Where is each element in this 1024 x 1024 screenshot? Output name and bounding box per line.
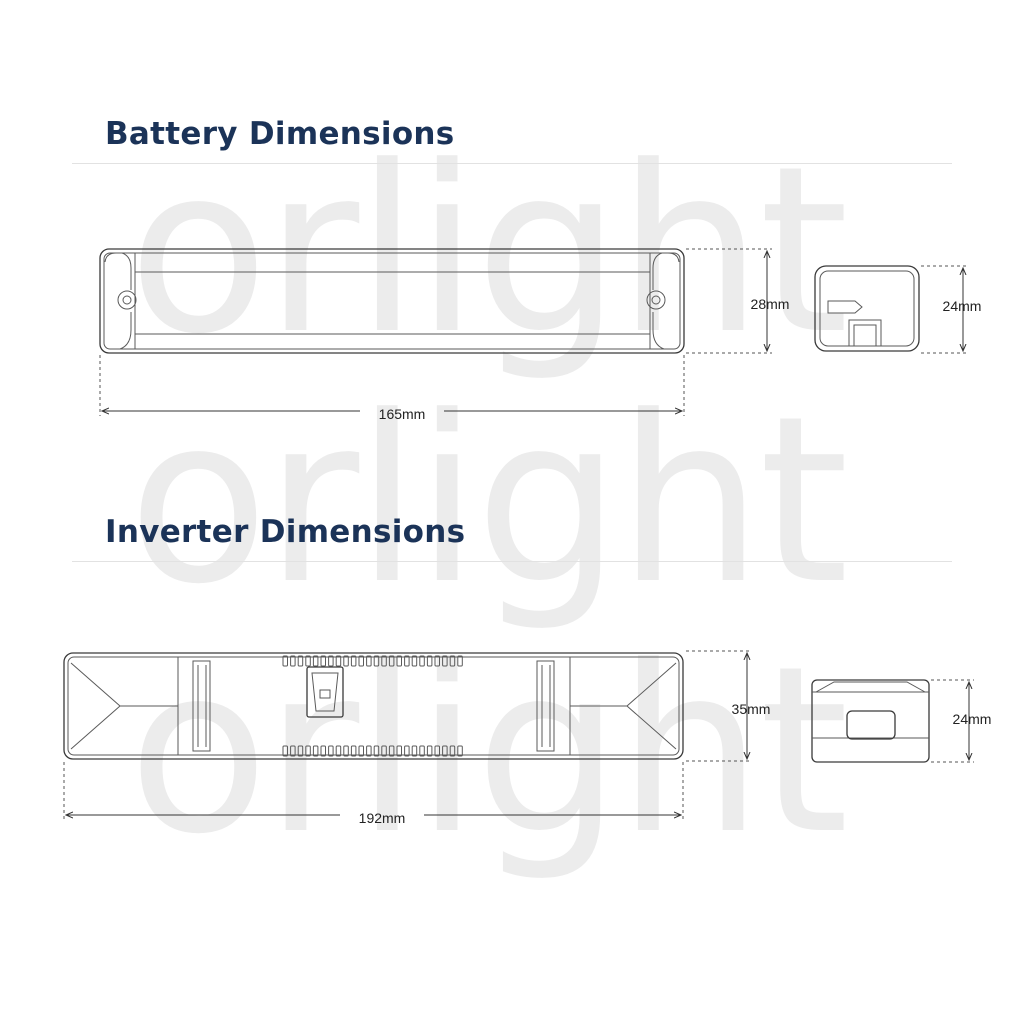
vent-slot bbox=[290, 655, 296, 667]
vent-slot bbox=[373, 655, 380, 667]
vent-slot bbox=[335, 655, 342, 667]
vent-slot bbox=[381, 745, 387, 757]
inverter-divider bbox=[72, 561, 952, 562]
watermark-text: orlight bbox=[128, 368, 845, 635]
battery-length-label: 165mm bbox=[379, 406, 426, 422]
inverter-height-dimension: 35mm bbox=[686, 650, 771, 762]
battery-divider bbox=[72, 163, 952, 164]
vent-slot bbox=[388, 655, 395, 667]
inverter-side-view bbox=[811, 679, 930, 763]
vent-slot bbox=[457, 655, 463, 667]
vent-slot bbox=[343, 655, 349, 667]
vent-slot bbox=[350, 745, 357, 757]
vent-slot bbox=[449, 745, 456, 757]
battery-side-height-dimension: 24mm bbox=[921, 265, 982, 354]
vent-slot bbox=[366, 655, 372, 667]
battery-height-dimension: 28mm bbox=[686, 248, 790, 354]
vent-slot bbox=[404, 655, 410, 667]
vent-slot bbox=[419, 745, 425, 757]
vent-slot bbox=[426, 745, 433, 757]
inverter-dimensions-heading: Inverter Dimensions bbox=[105, 514, 466, 550]
vent-slot bbox=[305, 745, 311, 757]
vent-slot bbox=[457, 745, 463, 757]
vent-slot bbox=[411, 655, 418, 667]
vent-slot bbox=[297, 745, 304, 757]
inverter-side-height-dimension: 24mm bbox=[931, 679, 992, 763]
vent-slot bbox=[366, 745, 372, 757]
inverter-front-view bbox=[63, 652, 684, 760]
vent-slot bbox=[442, 745, 448, 757]
vent-slot bbox=[434, 745, 440, 757]
vent-slot bbox=[426, 655, 433, 667]
battery-dimensions-heading: Battery Dimensions bbox=[105, 116, 455, 152]
watermark-text: orlight bbox=[128, 618, 845, 885]
vent-slot bbox=[335, 745, 342, 757]
vent-slot bbox=[343, 745, 349, 757]
battery-side-view bbox=[814, 265, 920, 352]
battery-front-view bbox=[99, 248, 685, 354]
inverter-side-height-label: 24mm bbox=[953, 711, 992, 727]
vent-slot bbox=[312, 655, 319, 667]
vent-slot bbox=[350, 655, 357, 667]
vent-slot bbox=[297, 655, 304, 667]
vent-slots-top bbox=[282, 655, 463, 667]
vent-slot bbox=[320, 655, 326, 667]
vent-slot bbox=[449, 655, 456, 667]
inverter-length-label: 192mm bbox=[359, 810, 406, 826]
vent-slot bbox=[442, 655, 448, 667]
vent-slot bbox=[358, 655, 364, 667]
vent-slot bbox=[388, 745, 395, 757]
battery-length-dimension: 165mm bbox=[99, 355, 685, 422]
vent-slot bbox=[404, 745, 410, 757]
vent-slot bbox=[358, 745, 364, 757]
vent-slot bbox=[381, 655, 387, 667]
vent-slot bbox=[305, 655, 311, 667]
vent-slot bbox=[312, 745, 319, 757]
battery-height-label: 28mm bbox=[751, 296, 790, 312]
watermark-text: orlight bbox=[128, 118, 845, 385]
vent-slot bbox=[373, 745, 380, 757]
inverter-length-dimension: 192mm bbox=[63, 762, 684, 826]
inverter-height-label: 35mm bbox=[732, 701, 771, 717]
vent-slot bbox=[328, 745, 334, 757]
vent-slot bbox=[320, 745, 326, 757]
vent-slots-bottom bbox=[282, 745, 463, 757]
vent-slot bbox=[328, 655, 334, 667]
vent-slot bbox=[434, 655, 440, 667]
battery-side-height-label: 24mm bbox=[943, 298, 982, 314]
vent-slot bbox=[396, 745, 402, 757]
vent-slot bbox=[411, 745, 418, 757]
vent-slot bbox=[396, 655, 402, 667]
vent-slot bbox=[282, 745, 288, 757]
vent-slot bbox=[290, 745, 296, 757]
vent-slot bbox=[419, 655, 425, 667]
vent-slot bbox=[282, 655, 288, 667]
